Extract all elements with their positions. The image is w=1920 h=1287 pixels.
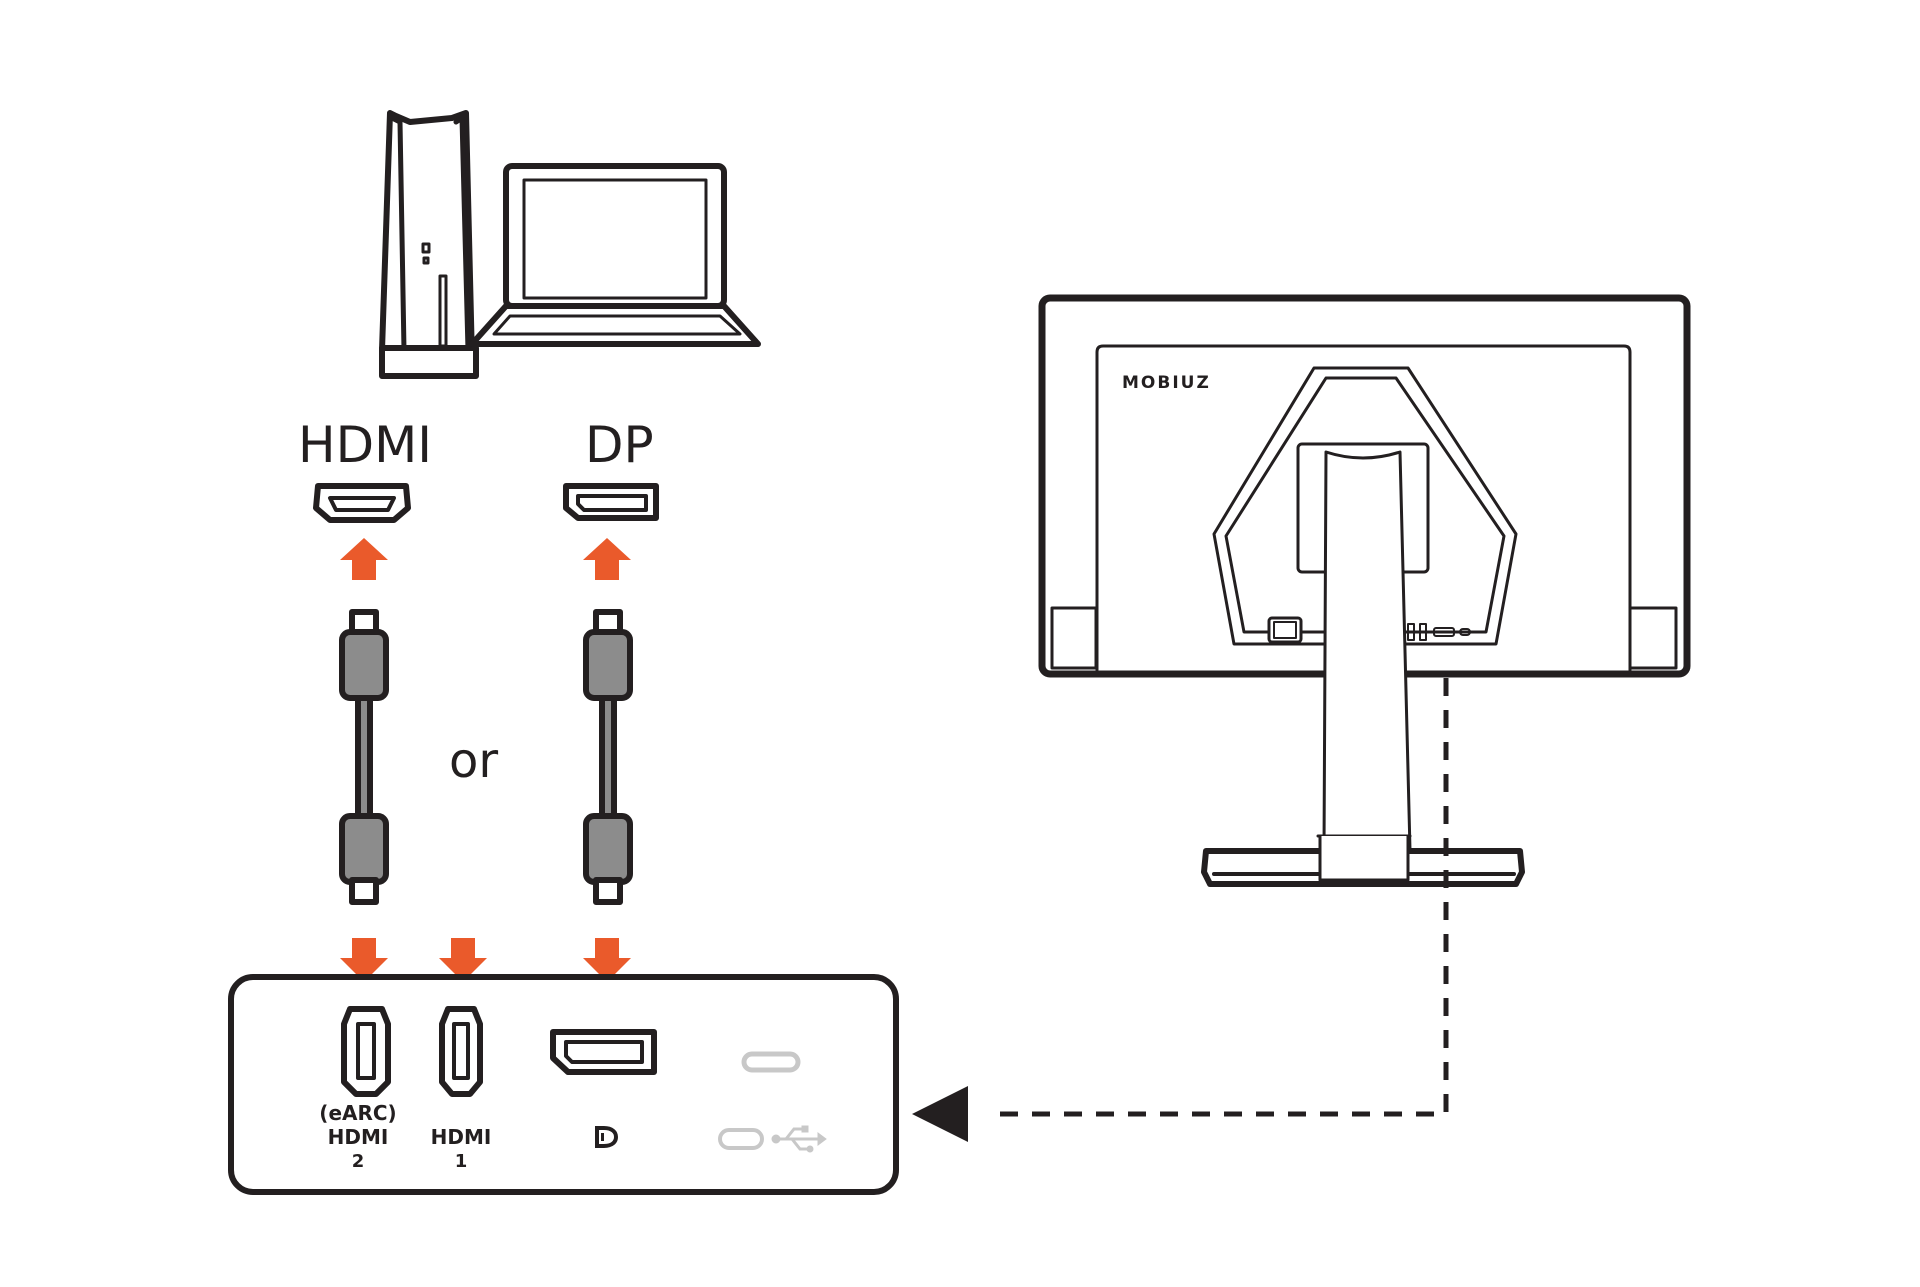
arrow-down-hdmi1 — [439, 938, 487, 982]
hdmi1-port — [439, 1006, 483, 1097]
laptop-icon — [469, 163, 761, 347]
hdmi-cable-label: HDMI — [298, 416, 432, 474]
arrow-up-hdmi — [340, 538, 388, 580]
hdmi2-earc-label: (eARC) — [319, 1101, 396, 1125]
monitor-brand-logo: MOBIUZ — [1122, 373, 1211, 393]
arrow-down-hdmi2 — [340, 938, 388, 982]
hdmi-connector-icon — [313, 483, 411, 523]
hdmi2-logo: HDMI — [328, 1125, 389, 1149]
zoom-leader-line — [990, 678, 1449, 1117]
displayport-connector-icon — [563, 483, 659, 521]
io-panel — [228, 974, 899, 1195]
displayport-logo-icon — [595, 1126, 619, 1148]
usb-c-logo-icon — [718, 1128, 764, 1150]
monitor-back-icon — [1038, 294, 1691, 887]
hdmi-cable-icon — [339, 609, 389, 905]
usb-c-port — [741, 1051, 801, 1073]
arrow-down-dp — [583, 938, 631, 982]
hdmi2-number: 2 — [352, 1151, 365, 1172]
usb-icon — [771, 1125, 827, 1153]
game-console-icon — [379, 110, 479, 379]
hdmi2-port — [341, 1006, 391, 1097]
hdmi1-number: 1 — [455, 1151, 468, 1172]
arrow-up-dp — [583, 538, 631, 580]
dp-cable-icon — [583, 609, 633, 905]
or-label: or — [449, 733, 498, 789]
dp-cable-label: DP — [585, 416, 654, 474]
zoom-pointer-arrow — [912, 1086, 968, 1142]
dp-port — [550, 1029, 657, 1075]
hdmi1-logo: HDMI — [431, 1125, 492, 1149]
